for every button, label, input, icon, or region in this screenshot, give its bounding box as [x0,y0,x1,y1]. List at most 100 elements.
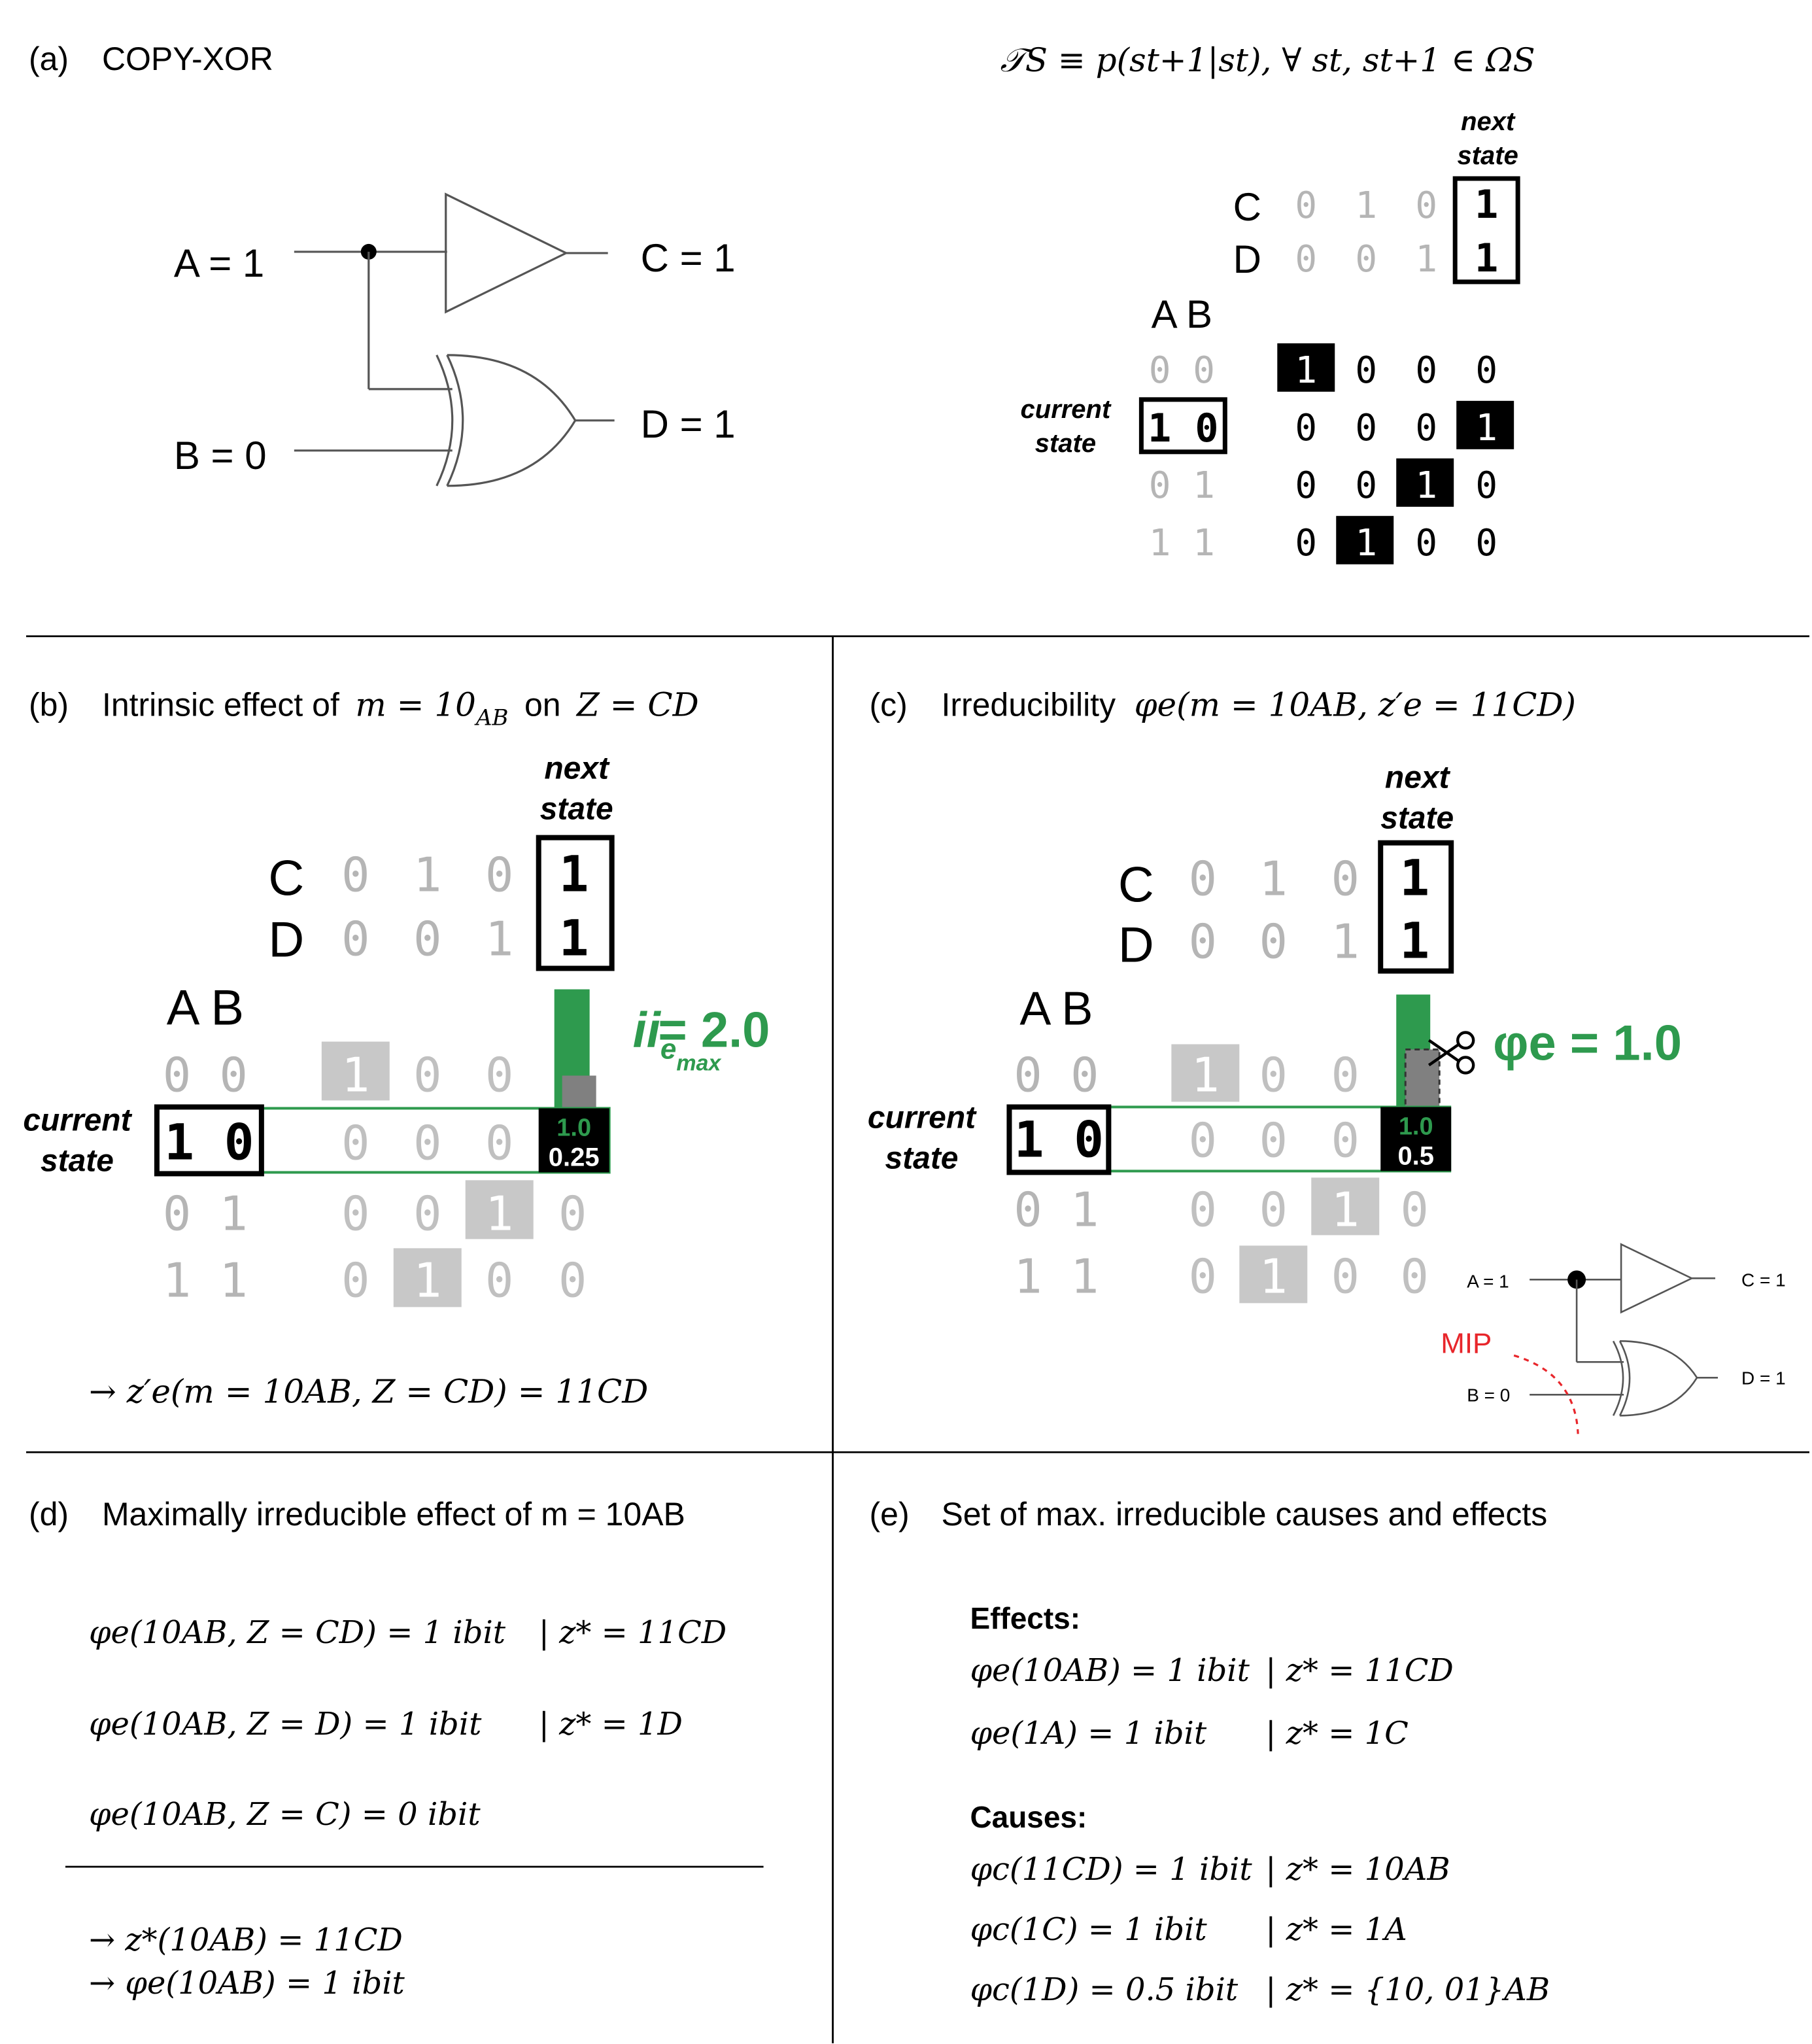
col-d-value: 1 [559,909,589,967]
panel-e: (e) Set of max. irreducible causes and e… [870,1496,1550,2008]
cause-lhs: φc(1D) = 0.5 ibit [970,1971,1238,2008]
mini-input-b: B = 0 [1467,1385,1510,1405]
cause-lhs: φc(1C) = 1 ibit [970,1911,1207,1948]
xor-gate [436,354,577,487]
row-state: 1 0 [1148,406,1218,451]
copy-buffer-gate [445,192,569,314]
row-state: 1 1 [1014,1249,1099,1304]
col-c-value: 0 [1415,184,1437,227]
tpm-cell: 0 [485,1115,513,1170]
mini-circuit [1530,1243,1718,1417]
col-c-value: 0 [485,848,513,903]
col-d-value: 1 [1399,912,1429,970]
row-header: A B [1152,292,1212,336]
col-c-value: 0 [1189,852,1217,907]
next-state-label: state [1458,141,1518,170]
tpm-cell: 0 [1401,1249,1429,1304]
panel-a: (a) COPY-XOR 𝒯S ≡ p(st+1|st), ∀ st, st+1… [29,41,1535,564]
col-var-c: C [268,851,304,907]
bar-value-bottom: 0.25 [549,1143,600,1171]
tpm-cell: 0 [1355,349,1377,392]
panel-d-result: → z*(10AB) = 11CD [89,1922,403,1958]
output-d-label: D = 1 [641,402,736,446]
tpm-cell: 0 [1295,464,1317,507]
next-state-box [1452,176,1520,285]
cause-rhs: | z* = 1A [1265,1911,1407,1948]
tpm-cell: 0 [1355,464,1377,507]
tpm-cell: 0 [1415,407,1437,449]
cause-rhs: | z* = 10AB [1265,1851,1450,1888]
tpm-cell: 0 [1259,1047,1288,1102]
col-var-c: C [1118,857,1154,913]
tpm-cell: 1 [1331,1182,1359,1237]
col-d-value: 0 [1355,238,1377,281]
panel-dividers [26,635,1810,2043]
effects-header: Effects: [970,1601,1080,1635]
panel-e-label: (e) [870,1496,910,1533]
tpm-cell: 0 [413,1186,441,1241]
tpm-cell: 0 [1331,1249,1359,1304]
bar-value-top: 1.0 [556,1114,591,1141]
current-state-label: current [1021,395,1112,424]
col-var-d: D [1118,918,1154,973]
mini-output-c: C = 1 [1741,1270,1786,1290]
row-header: A B [167,980,244,1035]
output-c-label: C = 1 [641,236,736,280]
col-var-d: D [268,912,304,968]
bar-value-top: 1.0 [1399,1113,1433,1140]
cause-rhs: | z* = {10, 01}AB [1265,1971,1550,2008]
ii-emax-label: iiemax= 2.0 [633,1002,770,1075]
col-c-value: 0 [1331,852,1359,907]
next-state-label: next [544,752,610,786]
tpm-cell-active [1336,515,1394,564]
panel-d-label: (d) [29,1496,69,1533]
next-state-label: next [1385,761,1451,795]
tpm-cell-active [1380,1107,1452,1171]
col-d-value: 0 [1259,914,1288,969]
tpm-cell: 1 [1259,1249,1288,1304]
current-state-box [1138,397,1227,455]
mini-output-d: D = 1 [1741,1368,1786,1388]
panel-d-row-lhs: φe(10AB, Z = C) = 0 ibit [89,1796,481,1833]
row-state: 0 0 [1149,349,1215,392]
tpm-cell: 0 [1295,522,1317,564]
next-state-box [1378,840,1454,974]
tpm-a: next state C D 0 1 0 0 0 1 1 1 A B curre… [1021,107,1520,564]
tpm-cell-active [465,1180,534,1239]
row-state: 0 1 [163,1186,248,1241]
tpm-cell: 0 [1401,1182,1429,1237]
tpm-cell-active [1311,1177,1380,1236]
phi-e-value: φe = 1.0 [1493,1015,1682,1071]
current-state-label: current [868,1100,977,1135]
col-var-c: C [1233,185,1261,229]
effect-bar-grey [562,1075,596,1109]
current-state-label: state [1035,429,1096,458]
panel-c: (c) Irreducibility φe(m = 10AB, z′e = 11… [868,686,1786,1434]
tpm-cell: 0 [1475,349,1497,392]
tpm-cell: 0 [1189,1113,1217,1168]
row-state: 0 0 [163,1047,248,1102]
tpm-cell-active [1277,343,1335,392]
current-state-box [1006,1104,1112,1175]
tpm-cell: 0 [485,1253,513,1308]
panel-b-result: → z′e(m = 10AB, Z = CD) = 11CD [89,1372,648,1410]
copy-buffer-gate [1620,1243,1694,1314]
tpm-cell: 1 [1191,1047,1220,1102]
col-c-value: 1 [413,848,441,903]
row-state: 0 0 [1014,1047,1099,1102]
panel-a-label: (a) [29,41,69,77]
panel-b-label: (b) [29,687,69,723]
tpm-cell-active [1456,400,1514,449]
col-c-value: 1 [1355,184,1377,227]
col-c-value: 1 [1399,849,1429,907]
tpm-cell-active [1396,458,1454,507]
cause-lhs: φc(11CD) = 1 ibit [970,1851,1252,1888]
next-state-label: next [1461,107,1516,136]
mip-label: MIP [1441,1327,1492,1359]
panel-d-title: Maximally irreducible effect of m = 10AB [102,1496,685,1533]
next-state-label: state [540,792,613,827]
tpm-cell: 0 [1415,349,1437,392]
col-c-value: 1 [1259,852,1288,907]
panel-d-row-rhs: | z* = 1D [539,1706,683,1742]
